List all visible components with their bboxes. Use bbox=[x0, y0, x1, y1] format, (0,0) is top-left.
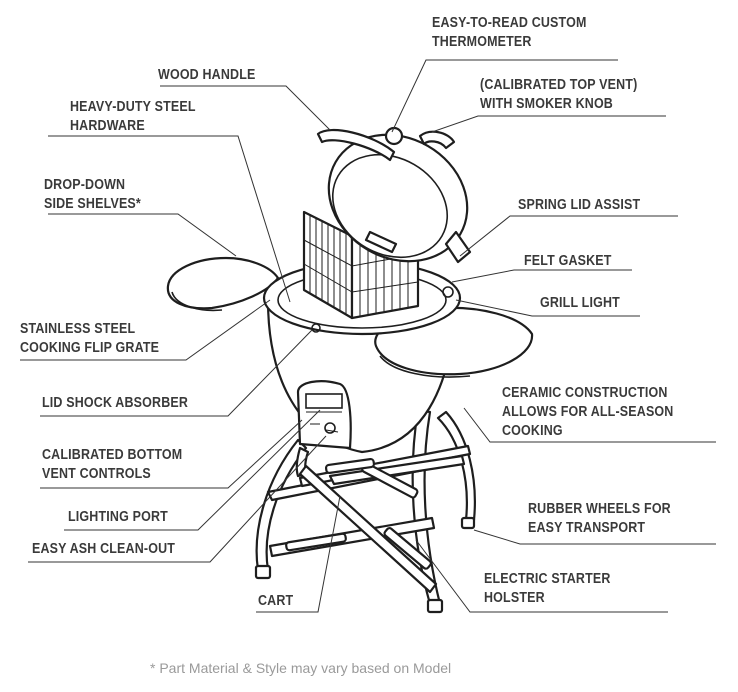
label-wood-handle: WOOD HANDLE bbox=[158, 67, 256, 83]
label-ash-cleanout: EASY ASH CLEAN-OUT bbox=[32, 541, 176, 557]
label-bottom-vent: CALIBRATED BOTTOM VENT CONTROLS bbox=[42, 447, 183, 482]
label-lighting-port: LIGHTING PORT bbox=[68, 509, 168, 525]
label-top-vent: (CALIBRATED TOP VENT) WITH SMOKER KNOB bbox=[480, 77, 638, 112]
label-hardware: HEAVY-DUTY STEEL HARDWARE bbox=[70, 99, 196, 134]
label-grill-light: GRILL LIGHT bbox=[540, 295, 620, 311]
label-flip-grate: STAINLESS STEEL COOKING FLIP GRATE bbox=[20, 321, 160, 356]
label-lid-shock: LID SHOCK ABSORBER bbox=[42, 395, 189, 411]
label-felt-gasket: FELT GASKET bbox=[524, 253, 612, 269]
label-cart: CART bbox=[258, 593, 294, 609]
footnote: * Part Material & Style may vary based o… bbox=[150, 660, 452, 676]
label-electric-starter: ELECTRIC STARTER HOLSTER bbox=[484, 571, 611, 606]
label-side-shelves: DROP-DOWN SIDE SHELVES* bbox=[44, 177, 141, 212]
leader-lines bbox=[20, 59, 716, 613]
label-spring-lid: SPRING LID ASSIST bbox=[518, 197, 641, 213]
cart-frame bbox=[254, 408, 476, 614]
label-thermometer: EASY-TO-READ CUSTOM THERMOMETER bbox=[432, 15, 587, 50]
label-ceramic: CERAMIC CONSTRUCTION ALLOWS FOR ALL-SEAS… bbox=[502, 385, 674, 439]
lid bbox=[316, 126, 472, 264]
label-rubber-wheels: RUBBER WHEELS FOR EASY TRANSPORT bbox=[528, 501, 671, 536]
